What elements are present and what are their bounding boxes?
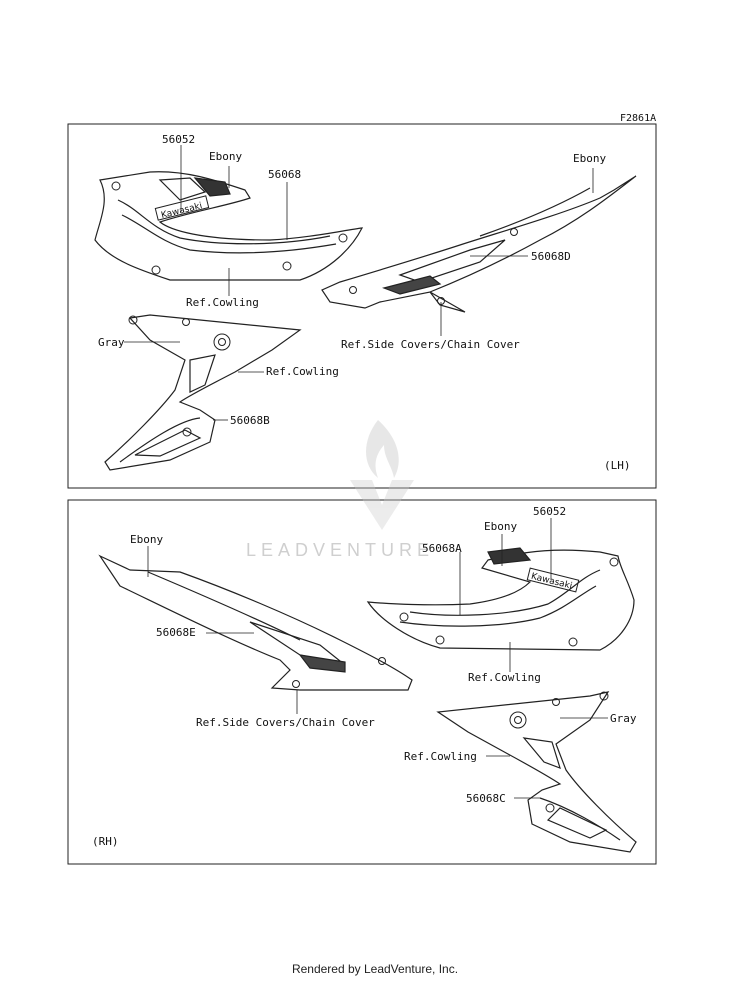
rh-bolt-hole	[292, 680, 300, 688]
rh-bolt-hole	[378, 657, 386, 665]
rh-grommet-inner	[514, 716, 522, 724]
rh-bolt-hole	[399, 612, 409, 622]
svg-text:Kawasaki: Kawasaki	[160, 201, 203, 221]
rh-bolt-hole	[545, 803, 555, 813]
lh-panel	[67, 123, 657, 489]
lh-grommet	[213, 333, 231, 351]
lh-label-56052: 56052	[162, 133, 195, 146]
rh-bolt-hole	[599, 691, 609, 701]
rh-leaders-lower	[486, 717, 608, 799]
rh-bolt-hole	[552, 698, 560, 706]
rh-label-56068a: 56068A	[422, 542, 462, 555]
lh-side-cover-decal[interactable]	[321, 175, 637, 313]
watermark-logo	[350, 420, 414, 530]
lh-bolt-hole	[338, 233, 348, 243]
rh-label-ebony-a: Ebony	[130, 533, 163, 546]
lh-bolt-hole	[182, 427, 192, 437]
lh-lower-cowling-decal[interactable]	[104, 314, 302, 471]
rh-bolt-hole	[609, 557, 619, 567]
rh-label-ref-side: Ref.Side Covers/Chain Cover	[196, 716, 375, 729]
lh-bolt-hole	[349, 286, 357, 294]
rh-kawasaki-logo: Kawasaki	[526, 567, 580, 593]
rh-label-56068e: 56068E	[156, 626, 196, 639]
rh-label-ref-cowling-b: Ref.Cowling	[404, 750, 477, 763]
rh-label-ref-cowling-a: Ref.Cowling	[468, 671, 541, 684]
rh-label-56068c: 56068C	[466, 792, 506, 805]
rh-panel	[67, 499, 657, 865]
rh-leaders-right	[459, 518, 552, 672]
lh-grommet-inner	[218, 338, 226, 346]
rh-label-ebony-b: Ebony	[484, 520, 517, 533]
rh-grommet	[509, 711, 527, 729]
lh-bolt-hole	[182, 318, 190, 326]
lh-label-ebony-a: Ebony	[209, 150, 242, 163]
watermark-text: LEADVENTURE	[246, 540, 434, 560]
rh-side-label: (RH)	[92, 835, 119, 848]
diagram-code: F2861A	[620, 113, 656, 124]
rh-label-gray: Gray	[610, 712, 637, 725]
lh-cowling-decal[interactable]	[94, 171, 364, 281]
lh-side-label: (LH)	[604, 459, 631, 472]
rh-label-56052: 56052	[533, 505, 566, 518]
lh-bolt-hole	[510, 228, 518, 236]
rh-bolt-hole	[568, 637, 578, 647]
lh-bolt-hole	[128, 315, 138, 325]
lh-bolt-hole	[437, 297, 445, 305]
lh-bolt-hole	[282, 261, 292, 271]
lh-label-ref-side: Ref.Side Covers/Chain Cover	[341, 338, 520, 351]
lh-label-ref-cowling-a: Ref.Cowling	[186, 296, 259, 309]
lh-label-gray: Gray	[98, 336, 125, 349]
lh-leaders-lower	[124, 341, 264, 421]
lh-label-56068b: 56068B	[230, 414, 270, 427]
lh-label-ebony-b: Ebony	[573, 152, 606, 165]
rh-cowling-decal[interactable]	[366, 547, 635, 651]
rh-bolt-hole	[435, 635, 445, 645]
lh-label-56068d: 56068D	[531, 250, 571, 263]
lh-bolt-hole	[111, 181, 121, 191]
svg-text:Kawasaki: Kawasaki	[530, 572, 573, 592]
lh-label-ref-cowling-b: Ref.Cowling	[266, 365, 339, 378]
lh-leaders-upper	[180, 145, 594, 336]
rh-lower-cowling-decal[interactable]	[436, 691, 637, 853]
lh-bolt-hole	[151, 265, 161, 275]
lh-label-56068: 56068	[268, 168, 301, 181]
rh-leaders-left	[147, 546, 298, 714]
footer-credit: Rendered by LeadVenture, Inc.	[291, 962, 459, 976]
rh-side-cover-decal[interactable]	[98, 554, 413, 691]
